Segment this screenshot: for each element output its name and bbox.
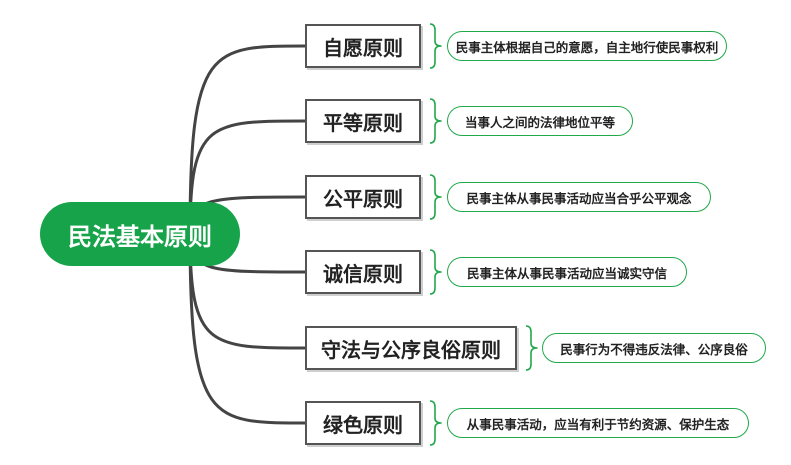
bracket-voluntary bbox=[429, 23, 442, 69]
connector-green bbox=[188, 232, 307, 425]
branch-label: 诚信原则 bbox=[323, 261, 403, 286]
branch-label: 守法与公序良俗原则 bbox=[321, 337, 501, 362]
branch-label: 自愿原则 bbox=[323, 35, 403, 60]
branch-node-voluntary[interactable]: 自愿原则 bbox=[305, 24, 421, 68]
leaf-detail-voluntary[interactable]: 民事主体根据自己的意愿，自主地行使民事权利 bbox=[447, 31, 727, 61]
leaf-detail-equality[interactable]: 当事人之间的法律地位平等 bbox=[447, 106, 633, 136]
leaf-text: 民事主体根据自己的意愿，自主地行使民事权利 bbox=[455, 39, 719, 55]
leaf-detail-green[interactable]: 从事民事活动，应当有利于节约资源、保护生态 bbox=[447, 408, 749, 438]
leaf-detail-good-faith[interactable]: 民事主体从事民事活动应当诚实守信 bbox=[447, 257, 687, 287]
connector-equality bbox=[188, 119, 307, 236]
leaf-text: 当事人之间的法律地位平等 bbox=[464, 114, 615, 130]
bracket-green bbox=[429, 400, 442, 446]
branch-label: 平等原则 bbox=[323, 110, 403, 135]
leaf-detail-law-and-public-order[interactable]: 民事行为不得违反法律、公序良俗 bbox=[542, 333, 766, 363]
branch-node-law-and-public-order[interactable]: 守法与公序良俗原则 bbox=[305, 326, 517, 370]
leaf-text: 民事行为不得违反法律、公序良俗 bbox=[560, 341, 748, 357]
branch-label: 公平原则 bbox=[323, 186, 403, 211]
branch-label: 绿色原则 bbox=[323, 412, 403, 437]
branch-node-good-faith[interactable]: 诚信原则 bbox=[305, 250, 421, 294]
branch-node-equality[interactable]: 平等原则 bbox=[305, 99, 421, 143]
branch-node-green[interactable]: 绿色原则 bbox=[305, 401, 421, 445]
bracket-equality bbox=[429, 98, 442, 144]
branch-node-fairness[interactable]: 公平原则 bbox=[305, 175, 421, 219]
leaf-text: 民事主体从事民事活动应当诚实守信 bbox=[466, 265, 667, 281]
leaf-text: 民事主体从事民事活动应当合乎公平观念 bbox=[466, 190, 692, 206]
connector-voluntary bbox=[188, 44, 307, 236]
root-label: 民法基本原则 bbox=[68, 222, 212, 251]
leaf-detail-fairness[interactable]: 民事主体从事民事活动应当合乎公平观念 bbox=[447, 182, 711, 212]
bracket-fairness bbox=[429, 174, 442, 220]
root-node[interactable]: 民法基本原则 bbox=[40, 202, 240, 266]
leaf-text: 从事民事活动，应当有利于节约资源、保护生态 bbox=[466, 416, 730, 432]
bracket-law-and-public-order bbox=[525, 325, 538, 371]
bracket-good-faith bbox=[429, 249, 442, 295]
